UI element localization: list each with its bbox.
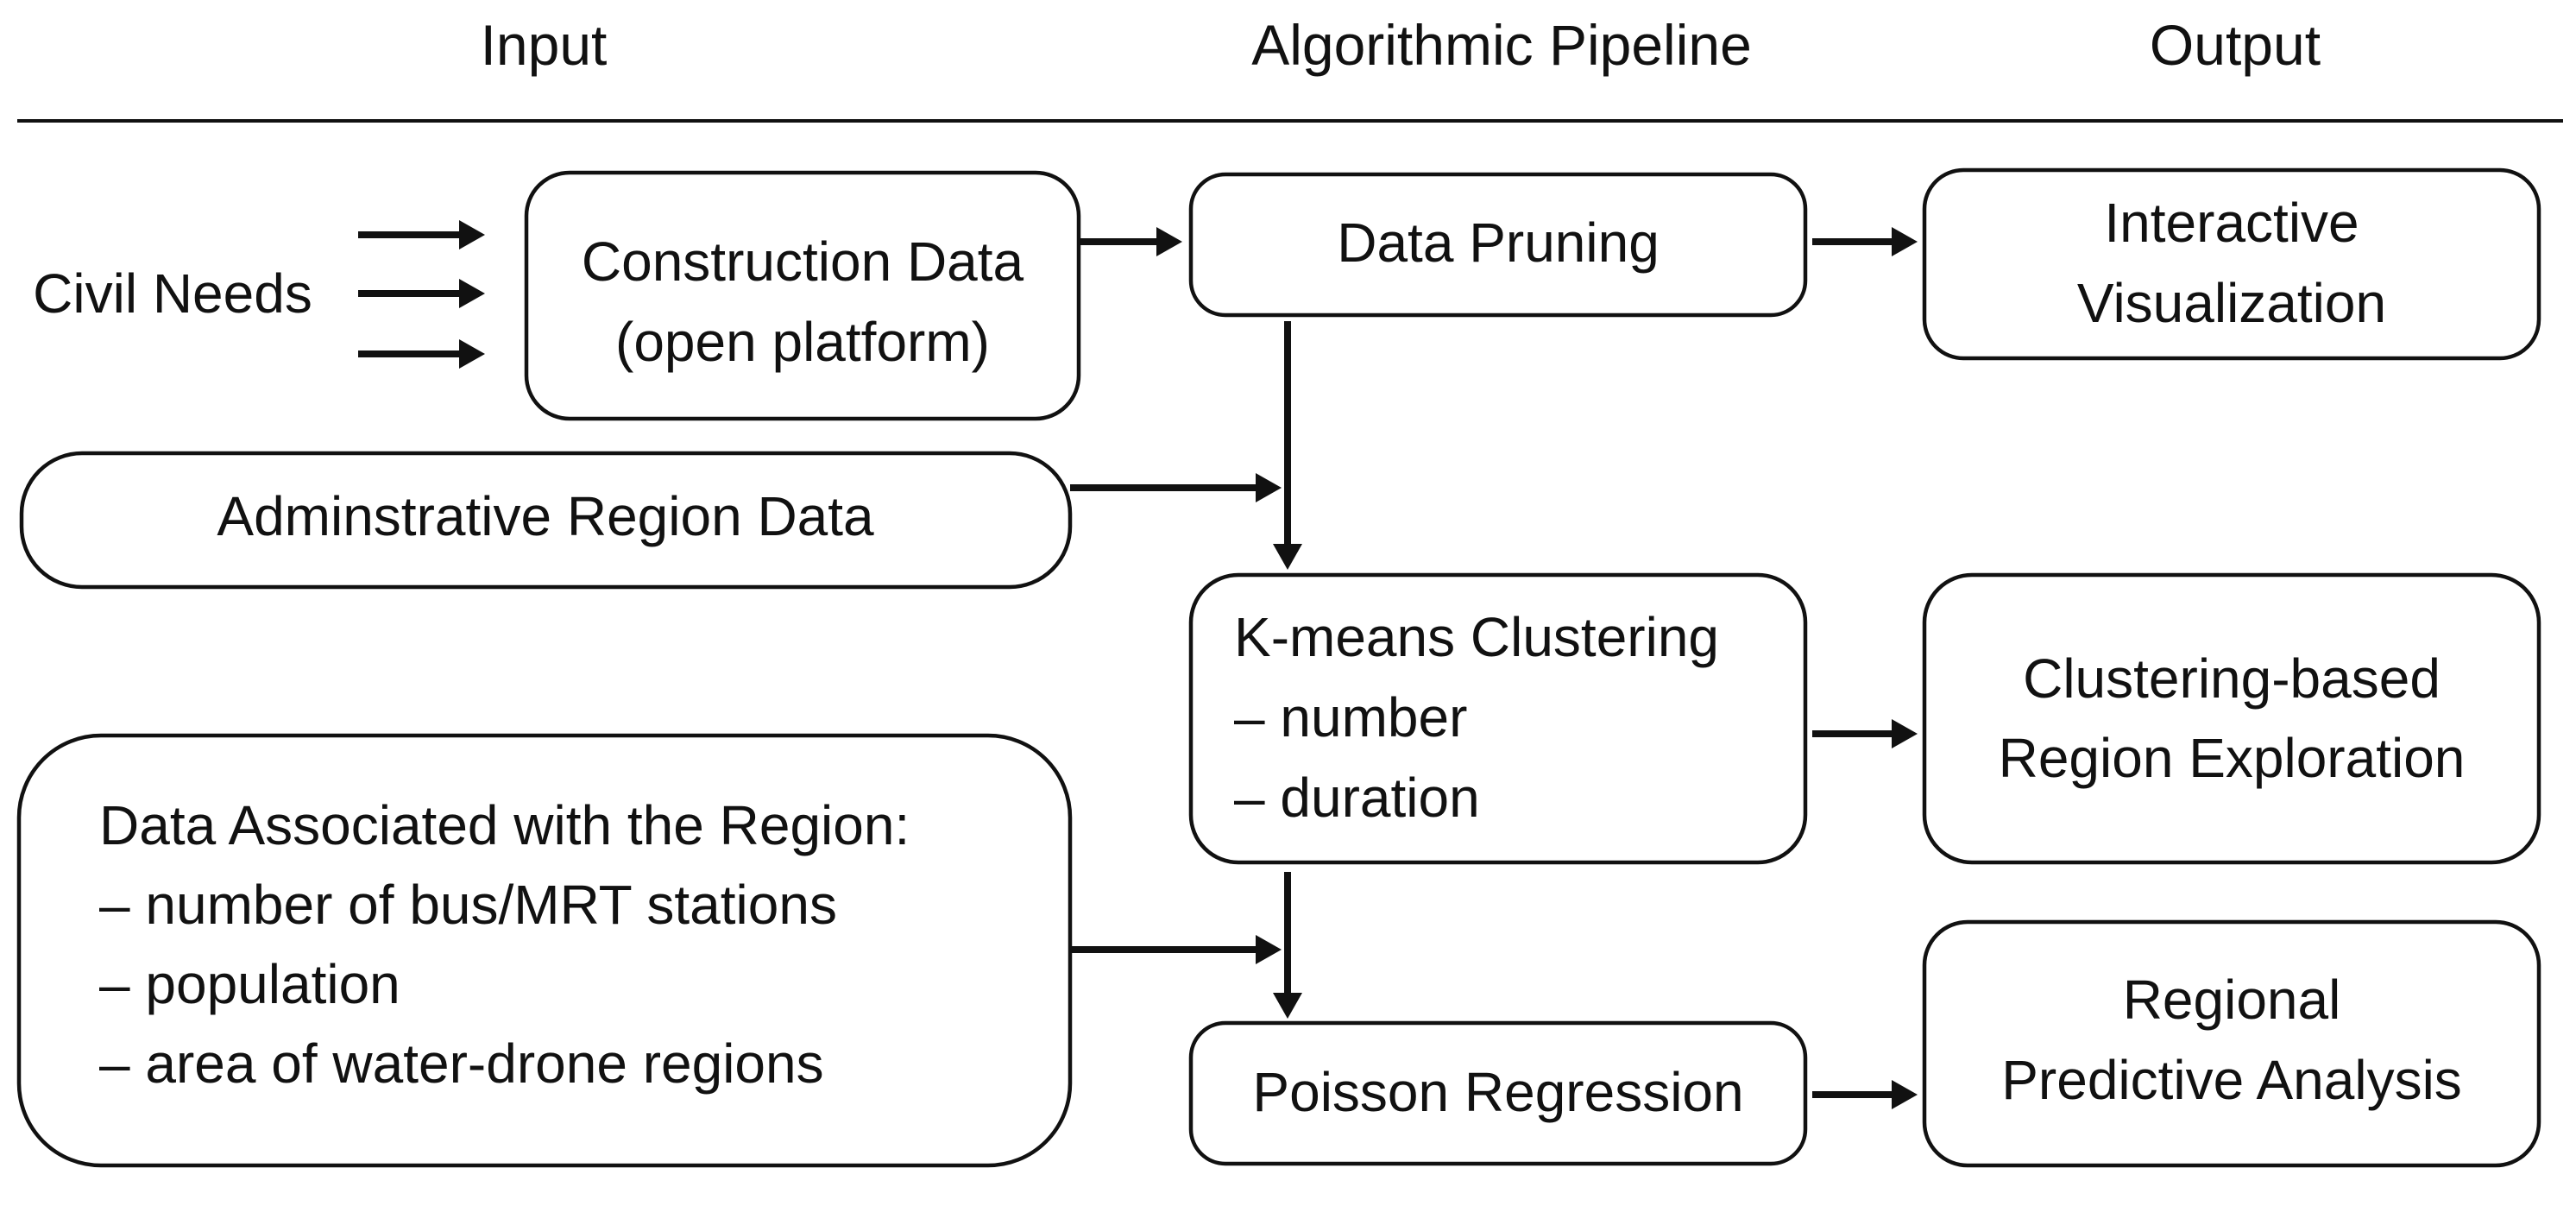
arrow-kmeans-to-exploration [1812,719,1918,748]
clustering-exploration-box: Clustering-based Region Exploration [1922,572,2541,865]
admin-region-label: Adminstrative Region Data [217,485,874,547]
clustering-exploration-line-2: Region Exploration [1999,727,2466,789]
arrow-pruning-to-kmeans [1273,321,1302,570]
region-data-title: Data Associated with the Region: [99,794,910,856]
data-pruning-box: Data Pruning [1188,172,1808,318]
header-output: Output [2150,13,2321,77]
region-data-item-1: – number of bus/MRT stations [99,874,837,936]
interactive-viz-line-2: Visualization [2077,272,2386,334]
kmeans-title: K-means Clustering [1234,606,1719,668]
kmeans-item-2: – duration [1234,767,1480,829]
region-data-item-3: – area of water-drone regions [99,1032,824,1095]
arrow-poisson-to-analysis [1812,1080,1918,1109]
arrow-pruning-to-viz [1812,227,1918,256]
clustering-exploration-line-1: Clustering-based [2023,647,2441,710]
arrow-construction-to-pruning [1079,227,1182,256]
header-pipeline: Algorithmic Pipeline [1251,13,1752,77]
header-input: Input [481,13,608,77]
construction-data-line-1: Construction Data [582,230,1024,293]
admin-region-box: Adminstrative Region Data [19,451,1073,590]
construction-data-line-2: (open platform) [615,311,990,373]
data-pruning-label: Data Pruning [1337,212,1660,274]
civil-needs-label: Civil Needs [33,262,312,325]
predictive-analysis-line-1: Regional [2123,969,2341,1031]
kmeans-item-1: – number [1234,686,1467,748]
civil-needs-arrows [358,220,485,369]
poisson-box: Poisson Regression [1188,1020,1808,1166]
region-data-item-2: – population [99,953,400,1015]
interactive-viz-box: Interactive Visualization [1922,167,2541,361]
poisson-label: Poisson Regression [1252,1061,1743,1123]
construction-data-box: Construction Data (open platform) [524,170,1081,421]
interactive-viz-line-1: Interactive [2104,192,2359,254]
predictive-analysis-box: Regional Predictive Analysis [1922,919,2541,1168]
predictive-analysis-line-2: Predictive Analysis [2001,1049,2462,1111]
region-data-box: Data Associated with the Region: – numbe… [16,733,1073,1168]
arrow-kmeans-to-poisson [1273,872,1302,1019]
kmeans-box: K-means Clustering – number – duration [1188,572,1808,865]
arrow-admin-to-pipeline [1070,473,1282,502]
arrow-region-data-to-pipeline [1070,935,1282,964]
